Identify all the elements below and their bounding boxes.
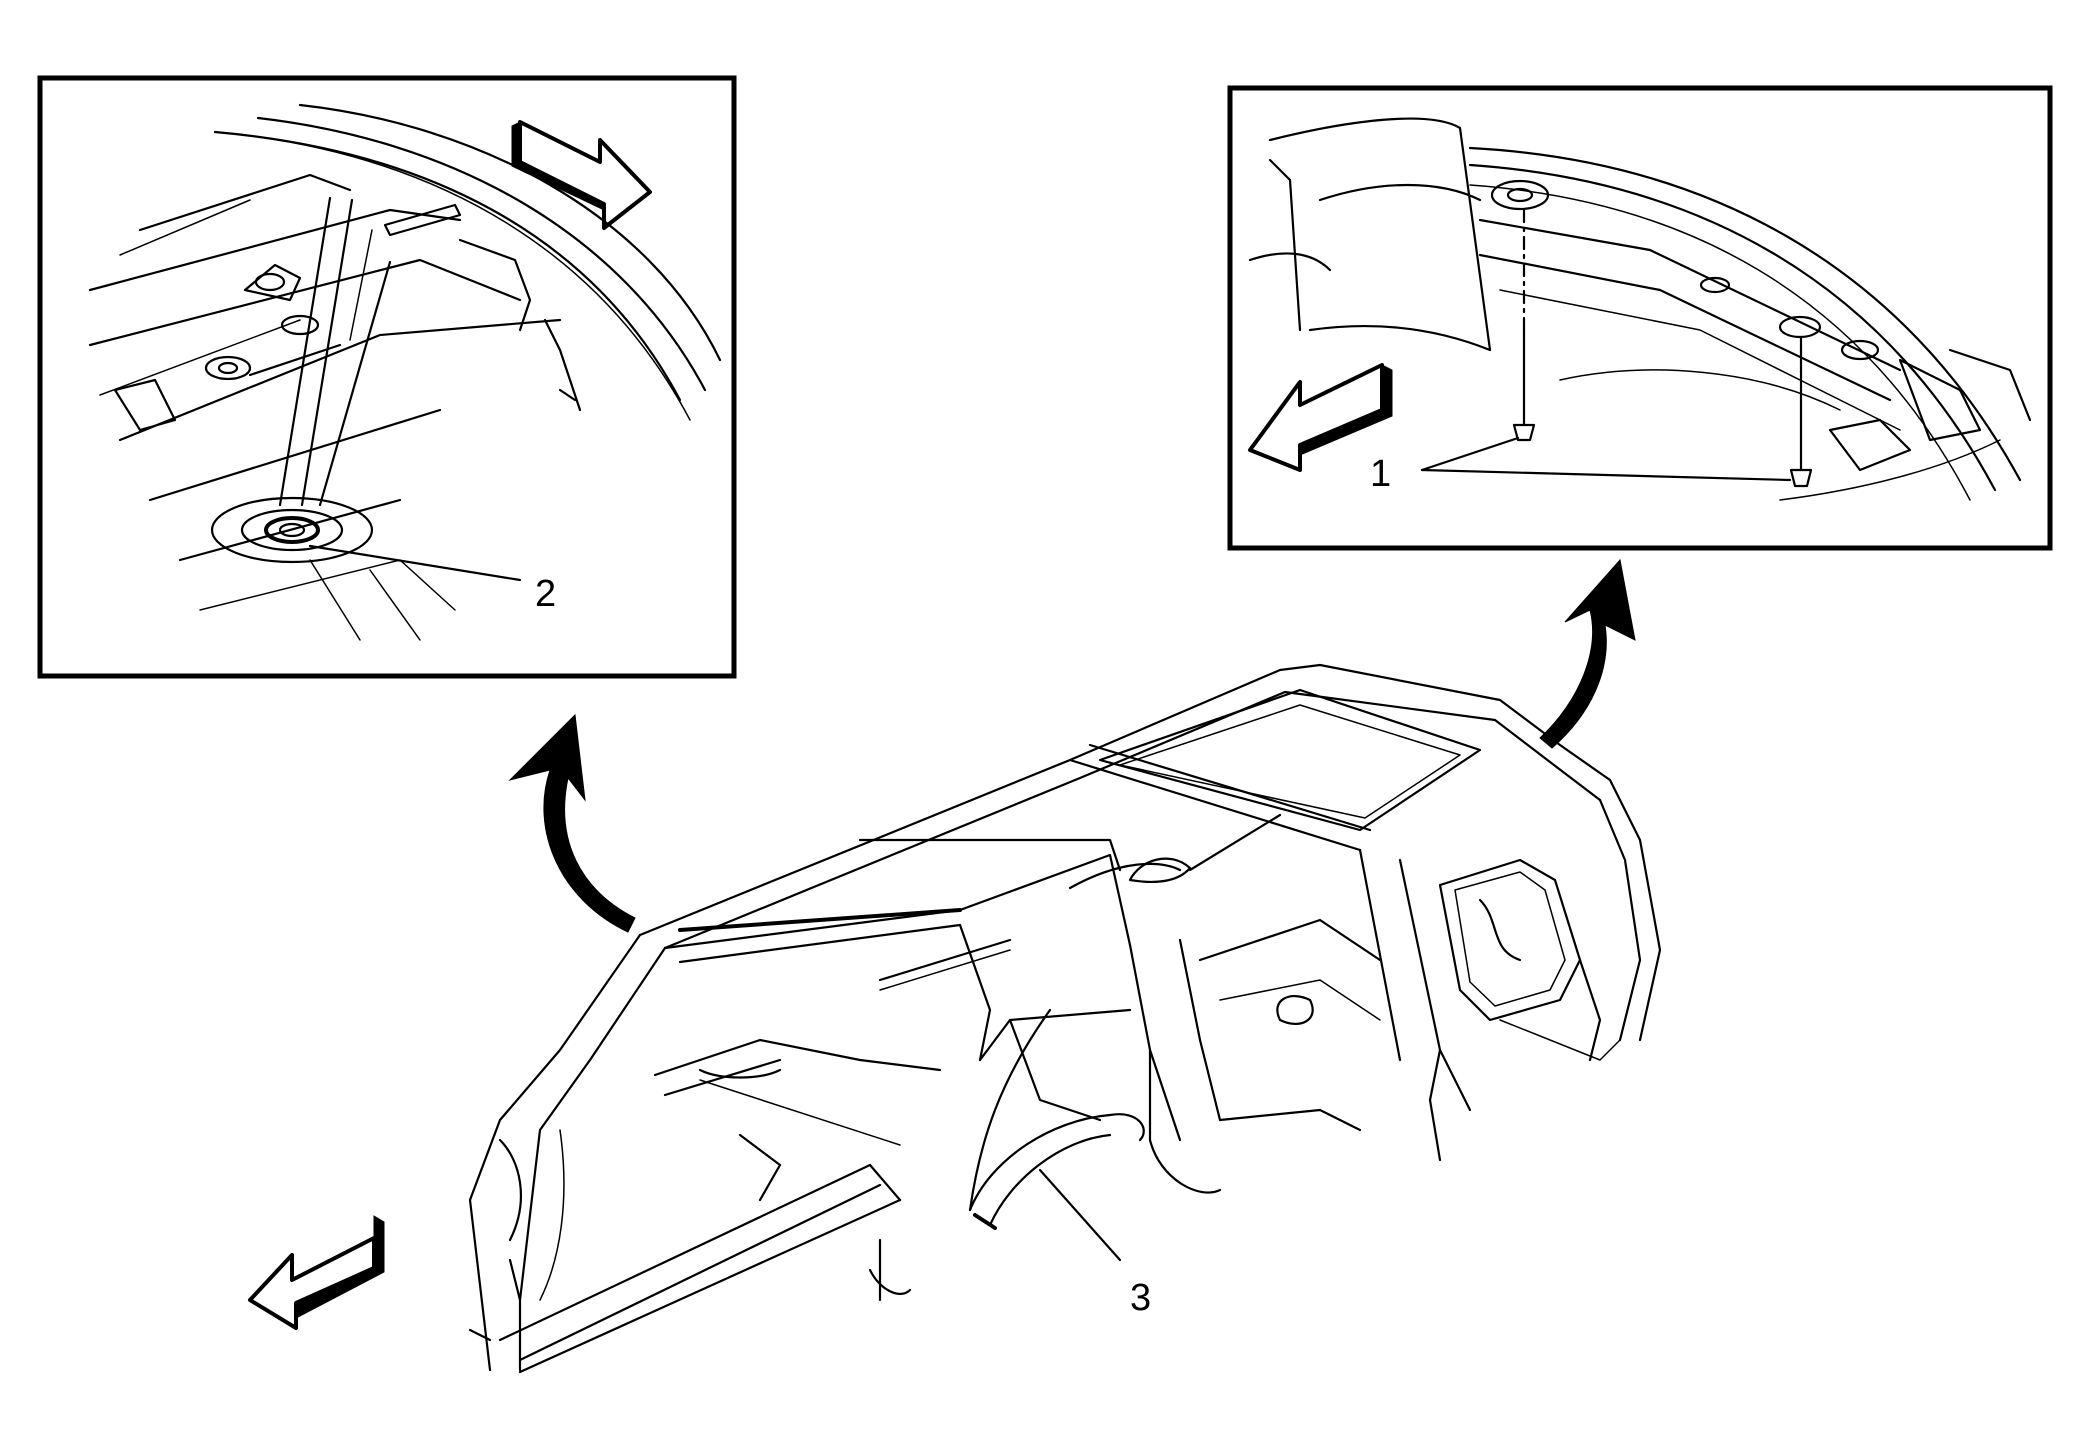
curved-zoom-arrow-icon	[508, 713, 636, 933]
detail-inset-left: 2	[37, 75, 737, 679]
callout-2: 2	[535, 573, 556, 615]
callout-3: 3	[1130, 1277, 1151, 1319]
vehicle-body	[468, 663, 1662, 1374]
inset-right-drawing	[1248, 117, 2032, 501]
direction-arrow-icon	[248, 1215, 385, 1330]
callout-1: 1	[1370, 453, 1391, 495]
direction-arrow-icon	[1248, 363, 1393, 472]
curved-zoom-arrow-icon	[1539, 558, 1636, 749]
direction-arrow-icon	[511, 120, 652, 230]
detail-inset-right: 1	[1227, 85, 2053, 551]
inset-left-drawing	[88, 103, 722, 641]
inset-frame-left	[37, 75, 737, 679]
